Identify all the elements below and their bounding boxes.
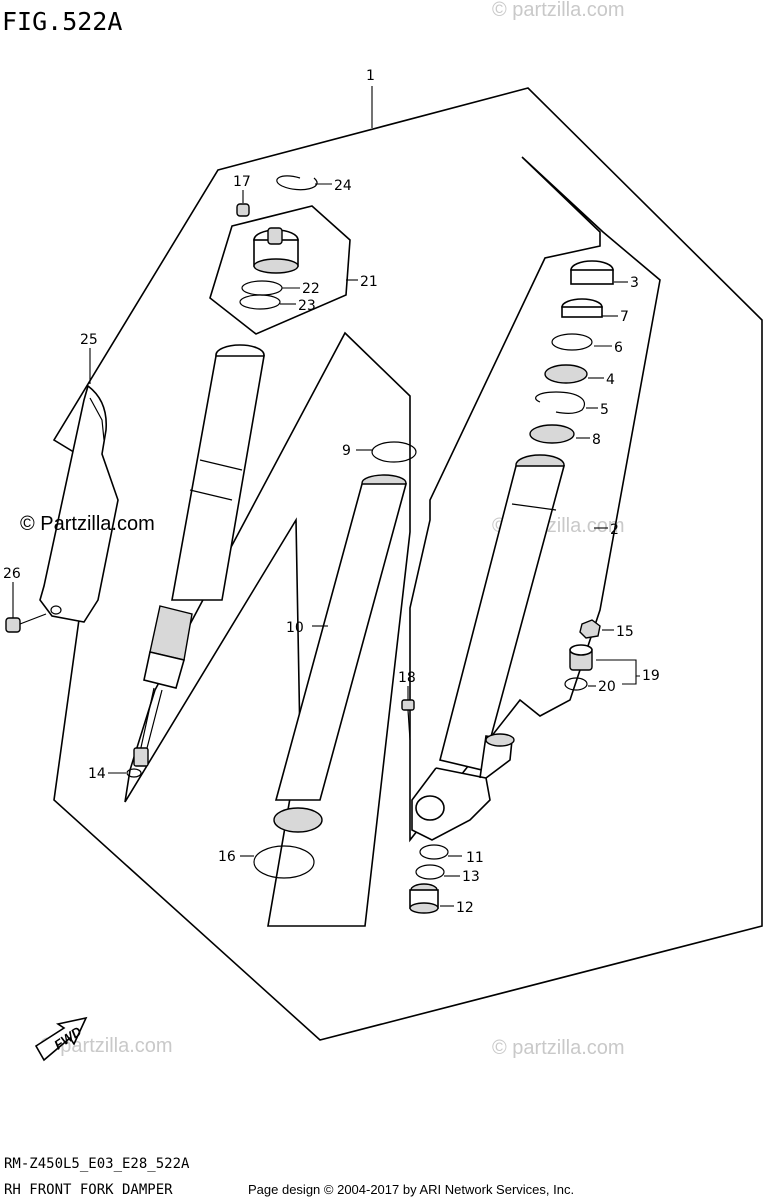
part-4-oil-seal — [544, 364, 588, 384]
page-credit: Page design © 2004-2017 by ARI Network S… — [248, 1182, 574, 1197]
part-12-bottom — [409, 902, 439, 914]
callout-7: 7 — [620, 309, 629, 325]
callout-23: 23 — [298, 298, 316, 314]
leader-19 — [596, 659, 640, 677]
callout-10: 10 — [286, 620, 304, 636]
damper-upper-tube — [171, 355, 265, 601]
callout-6: 6 — [614, 340, 623, 356]
callout-19: 19 — [642, 668, 660, 684]
callout-21: 21 — [360, 274, 378, 290]
subframe-cap-21 — [209, 205, 351, 335]
part-2-bracket-cap — [485, 733, 515, 747]
figure-caption: RH FRONT FORK DAMPER — [4, 1182, 173, 1198]
assembly-frame-1 — [52, 87, 763, 1041]
part-21-cap-bottom — [253, 258, 299, 274]
part-14-washer — [126, 768, 142, 778]
callout-14: 14 — [88, 766, 106, 782]
damper-grip — [149, 605, 193, 661]
part-25-guard-edge — [89, 397, 105, 441]
part-25-fork-guard — [39, 384, 119, 623]
callout-5: 5 — [600, 402, 609, 418]
part-20-gasket — [564, 677, 588, 691]
callout-4: 4 — [606, 372, 615, 388]
part-19-bolt-top — [569, 644, 593, 656]
callout-18: 18 — [398, 670, 416, 686]
part-18-bolt-head — [401, 699, 415, 711]
damper-band-2 — [189, 489, 233, 501]
part-13-washer — [415, 864, 445, 880]
part-22-oring — [241, 280, 283, 296]
part-26-bolt-head — [5, 617, 21, 633]
callout-20: 20 — [598, 679, 616, 695]
watermark-top: © partzilla.com — [492, 0, 625, 21]
part-24-snap-ring — [276, 175, 318, 191]
watermark-bottom-right: © partzilla.com — [492, 1037, 625, 1059]
part-7-bushing-body — [561, 306, 603, 318]
callout-3: 3 — [630, 275, 639, 291]
part-6-washer — [551, 333, 593, 351]
callout-25: 25 — [80, 332, 98, 348]
damper-rod — [139, 687, 155, 753]
callout-17: 17 — [233, 174, 251, 190]
part-10-bottom-collar — [273, 807, 323, 833]
callout-26: 26 — [3, 566, 21, 582]
part-3-bushing-body — [570, 269, 614, 285]
model-code: RM-Z450L5_E03_E28_522A — [4, 1156, 190, 1172]
callout-9: 9 — [342, 443, 351, 459]
figure-title: FIG.522A — [2, 7, 122, 36]
callout-22: 22 — [302, 281, 320, 297]
part-17-plug — [236, 203, 250, 217]
part-23-oring — [239, 294, 281, 310]
callout-24: 24 — [334, 178, 352, 194]
callout-12: 12 — [456, 900, 474, 916]
part-8-dust-seal — [529, 424, 575, 444]
part-15-nut — [579, 619, 601, 639]
part-11-oring — [419, 844, 449, 860]
damper-lower — [143, 651, 185, 689]
part-10-tube — [274, 483, 408, 801]
part-5-stopper-ring — [535, 391, 586, 414]
part-26-bolt-shaft — [19, 613, 47, 625]
damper-band-1 — [199, 459, 243, 471]
part-18-bolt-shaft — [407, 709, 411, 741]
leader-20b — [622, 676, 637, 685]
callout-1: 1 — [366, 68, 375, 84]
watermark-partzilla: © Partzilla.com — [20, 513, 155, 535]
damper-rod-2 — [145, 689, 163, 753]
part-9-oring — [371, 441, 417, 463]
part-2-axle-boss — [415, 795, 445, 821]
callout-16: 16 — [218, 849, 236, 865]
part-16-oring — [253, 845, 315, 879]
damper-rod-end — [133, 747, 149, 767]
part-25-guard-hole — [50, 605, 62, 615]
callout-15: 15 — [616, 624, 634, 640]
callout-2: 2 — [610, 522, 619, 538]
callout-13: 13 — [462, 869, 480, 885]
part-2-tube-band — [511, 503, 557, 511]
callout-11: 11 — [466, 850, 484, 866]
callout-8: 8 — [592, 432, 601, 448]
part-2-tube — [439, 465, 566, 771]
part-21-cap-knob — [267, 227, 283, 245]
subframe-outer-tube — [409, 156, 661, 843]
